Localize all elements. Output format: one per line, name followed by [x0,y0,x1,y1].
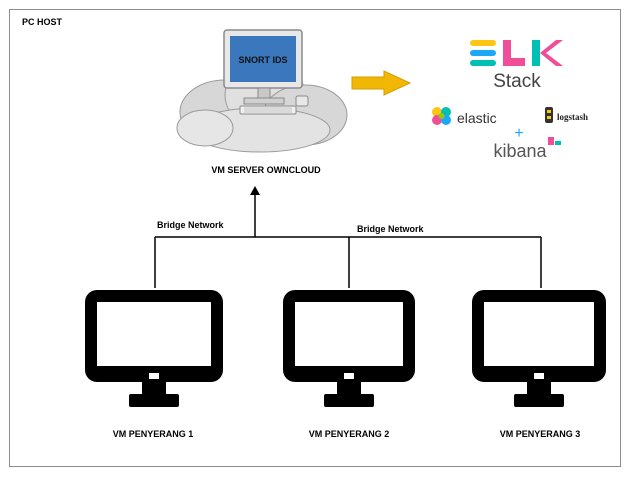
elk-stack-word: Stack [493,71,541,92]
server-screen-label: SNORT IDS [238,55,287,65]
logstash-label: logstash [557,112,588,122]
attacker-label-3: VM PENYERANG 3 [500,429,581,439]
pc-host-label: PC HOST [22,17,63,27]
server-caption: VM SERVER OWNCLOUD [211,165,321,175]
plus-sign: + [514,125,523,142]
kibana-icon [548,137,561,145]
attacker-monitor-1-icon [85,290,223,407]
attacker-label-2: VM PENYERANG 2 [309,429,390,439]
attacker-monitor-2-icon [283,290,415,407]
server-computer-icon [223,29,309,115]
elastic-icon [432,107,451,125]
bridge-network-label-left: Bridge Network [157,220,225,230]
logstash-icon [545,107,553,123]
network-lines [154,193,542,288]
kibana-label: kibana [493,141,547,161]
bridge-network-label-right: Bridge Network [357,224,425,234]
attacker-label-1: VM PENYERANG 1 [113,429,194,439]
pc-host-frame [9,9,621,467]
elk-logo-icon [470,40,563,66]
attacker-monitor-3-icon [472,290,606,407]
arrow-right-icon [351,70,412,96]
arrow-up-icon [250,186,260,195]
elastic-label: elastic [457,110,497,126]
